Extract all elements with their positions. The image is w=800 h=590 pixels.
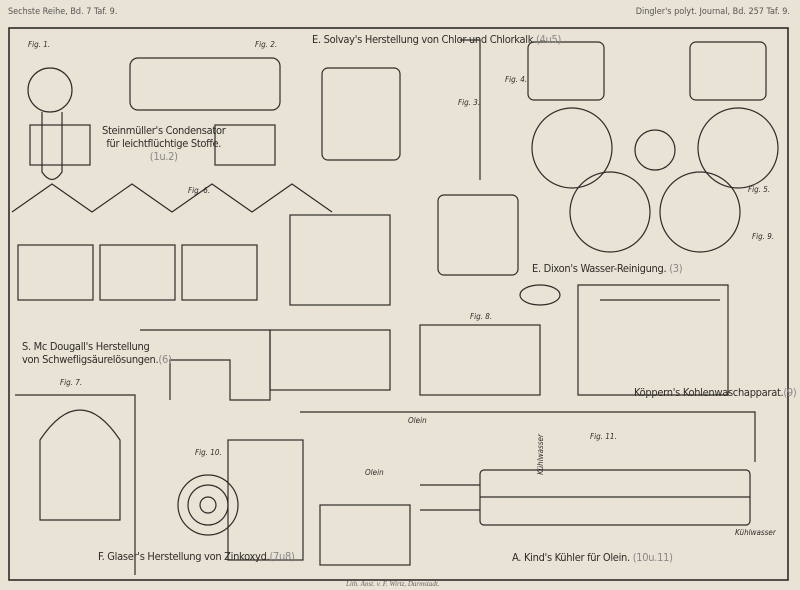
figure-ref: (3): [669, 262, 683, 275]
section-title-koeppern: Köppern's Kohlenwaschapparat.(9): [634, 386, 797, 399]
figure-ref: (10u.11): [632, 551, 673, 564]
kuehlwasser-label: Kühlwasser: [735, 528, 776, 537]
section-title-steinmueller: Steinmüller's Condensator für leichtflüc…: [102, 124, 226, 163]
figure-ref: (9): [783, 386, 797, 399]
figure-ref: (4u5): [536, 33, 562, 46]
title-line: von Schwefligsäurelösungen.: [22, 353, 159, 366]
title-text: A. Kind's Kühler für Olein.: [512, 551, 630, 564]
fig-3-label: Fig. 3.: [458, 98, 481, 107]
fig-4-label: Fig. 4.: [505, 75, 528, 84]
kuehlwasser-label: Kühlwasser: [535, 434, 545, 475]
fig-8-label: Fig. 8.: [470, 312, 493, 321]
fig-2-label: Fig. 2.: [255, 40, 278, 49]
title-line: S. Mc Dougall's Herstellung: [22, 340, 150, 353]
section-title-glaser: F. Glaser's Herstellung von Zinkoxyd.(7u…: [98, 550, 295, 563]
fig-1-label: Fig. 1.: [28, 40, 51, 49]
lithographer-credit: Lith. Anst. v. F. Wirtz, Darmstadt.: [346, 580, 440, 588]
title-text: E. Dixon's Wasser-Reinigung.: [532, 262, 667, 275]
fig-6-label: Fig. 6.: [188, 186, 211, 195]
fig-10-label: Fig. 10.: [195, 448, 222, 457]
figure-ref: (7u8): [269, 550, 295, 563]
section-title-kind: A. Kind's Kühler für Olein. (10u.11): [512, 551, 673, 564]
fig-11-label: Fig. 11.: [590, 432, 617, 441]
section-title-solvay: E. Solvay's Herstellung von Chlor und Ch…: [312, 33, 561, 46]
title-text: F. Glaser's Herstellung von Zinkoxyd.: [98, 550, 270, 563]
fig-5-label: Fig. 5.: [748, 185, 771, 194]
olein-label: Olein: [408, 416, 427, 425]
olein-label: Olein: [365, 468, 384, 477]
header-journal: Dingler's polyt. Journal, Bd. 257 Taf. 9…: [635, 7, 790, 17]
title-text: Köppern's Kohlenwaschapparat.: [634, 386, 784, 399]
header-series: Sechste Reihe, Bd. 7 Taf. 9.: [8, 7, 118, 17]
title-text: E. Solvay's Herstellung von Chlor und Ch…: [312, 33, 534, 46]
fig-7-label: Fig. 7.: [60, 378, 83, 387]
section-title-mcdougall: S. Mc Dougall's Herstellung von Schwefli…: [22, 340, 172, 366]
section-title-dixon: E. Dixon's Wasser-Reinigung. (3): [532, 262, 683, 275]
figure-ref: (6): [158, 353, 172, 366]
title-line: für leichtflüchtige Stoffe.: [106, 137, 222, 150]
figure-ref: (1u.2): [149, 150, 178, 163]
fig-9-label: Fig. 9.: [752, 232, 775, 241]
title-line: Steinmüller's Condensator: [102, 124, 226, 137]
